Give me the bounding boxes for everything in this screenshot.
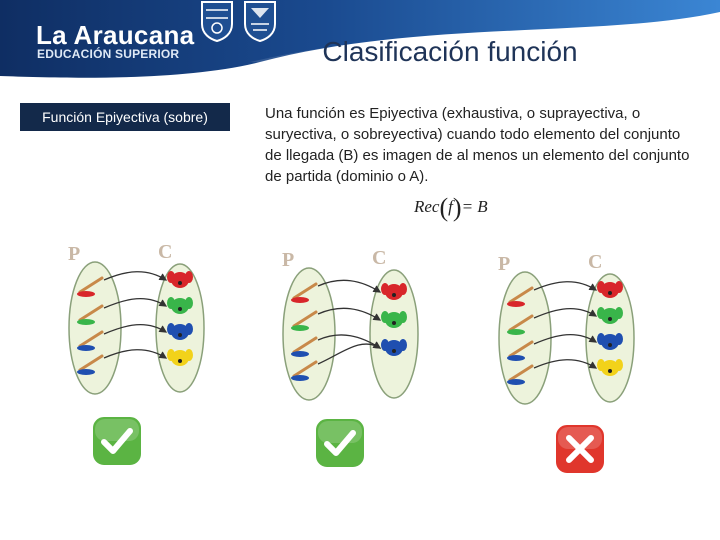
codomain-set (369, 269, 419, 399)
formula-var: f (448, 197, 453, 216)
pencil-icon (291, 336, 318, 357)
dog-icon (167, 271, 193, 288)
formula-rec: Rec (414, 197, 440, 216)
mapping-arrow (533, 307, 598, 319)
checkmark-icon (90, 414, 144, 468)
pencil-icon (77, 276, 104, 297)
dog-icon (381, 283, 407, 300)
definition-text: Una función es Epiyectiva (exhaustiva, o… (265, 105, 690, 185)
mapping-arrow (103, 349, 168, 359)
dog-icon (167, 323, 193, 340)
mapping-arrow (317, 307, 382, 321)
dog-icon (381, 339, 407, 356)
pencil-icon (77, 330, 104, 351)
pencil-icon (507, 286, 534, 307)
dog-icon (597, 359, 623, 376)
concept-label: Función Epiyectiva (sobre) (20, 103, 230, 131)
checkmark-icon (313, 416, 367, 470)
header-background (0, 0, 720, 78)
set-label-domain: P (498, 253, 510, 275)
set-label-domain: P (68, 243, 80, 265)
mapping-arrow (103, 297, 168, 309)
pencil-icon (77, 354, 104, 375)
formula: Rec(f)= B (414, 193, 488, 222)
slide-title: Clasificación función (322, 36, 578, 67)
mapping-arrow (533, 333, 598, 345)
set-label-codomain: C (588, 251, 602, 273)
mapping-arrow (103, 323, 168, 335)
header-banner: La Araucana EDUCACIÓN SUPERIOR (0, 0, 720, 80)
pencil-icon (291, 360, 318, 381)
set-label-codomain: C (158, 241, 172, 263)
cross-icon (553, 422, 607, 476)
pencil-icon (77, 304, 104, 325)
pencil-icon (507, 314, 534, 335)
pencil-icon (507, 364, 534, 385)
dog-icon (597, 281, 623, 298)
brand-name: La Araucana (36, 20, 195, 50)
dog-icon (597, 333, 623, 350)
dog-icon (597, 307, 623, 324)
mapping-arrow (317, 279, 382, 293)
pencil-icon (291, 282, 318, 303)
dog-icon (381, 311, 407, 328)
mapping-arrow (533, 281, 598, 291)
mapping-arrow (103, 271, 168, 281)
pencil-icon (507, 340, 534, 361)
formula-rhs: = B (461, 197, 488, 216)
dog-icon (167, 297, 193, 314)
mapping-arrow (533, 359, 598, 369)
set-label-domain: P (282, 249, 294, 271)
mapping-arrow (317, 341, 382, 365)
pencil-icon (291, 310, 318, 331)
set-label-codomain: C (372, 247, 386, 269)
dog-icon (167, 349, 193, 366)
university-crest-icon (201, 1, 233, 42)
institution-crest-icon (244, 1, 276, 42)
brand-subtitle: EDUCACIÓN SUPERIOR (37, 47, 180, 61)
